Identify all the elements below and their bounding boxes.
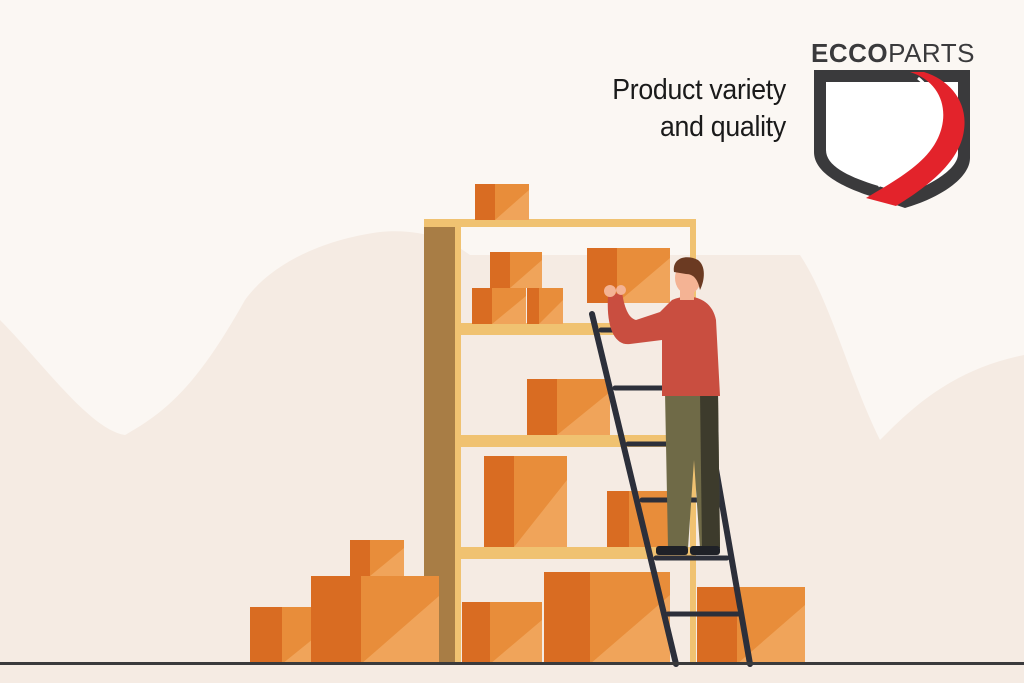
headline: Product variety and quality	[492, 72, 786, 146]
shelf-board-3	[458, 547, 696, 559]
person-shoe-left	[656, 546, 688, 555]
box-bottom-a	[462, 602, 542, 664]
logo-word-regular: PARTS	[888, 38, 975, 68]
logo-wordmark: ECCOPARTS	[810, 38, 976, 68]
logo-word-bold: ECCO	[811, 38, 889, 68]
floor-line	[0, 662, 1024, 665]
box-floor-right	[697, 587, 805, 664]
box-shelf1-c	[527, 288, 563, 324]
box-shelf3-a	[484, 456, 567, 547]
shelf-top	[424, 219, 696, 227]
box-floor-left-top	[350, 540, 404, 576]
box-shelf2	[527, 379, 610, 435]
person	[604, 257, 720, 555]
box-bottom-b	[544, 572, 670, 664]
person-hand	[604, 285, 616, 297]
headline-line-1: Product variety	[612, 74, 786, 106]
box-shelf1-a	[490, 252, 542, 288]
box-floor-left-large	[311, 576, 439, 664]
ecco-parts-logo: ECCOPARTS	[810, 38, 976, 210]
box-held	[587, 248, 670, 303]
person-shoe-right	[690, 546, 720, 555]
box-shelf1-b	[472, 288, 526, 324]
headline-line-2: and quality	[659, 111, 786, 143]
box-top	[475, 184, 529, 220]
logo-shield-icon	[814, 70, 970, 208]
person-hair	[673, 257, 704, 290]
person-sweater	[607, 292, 720, 396]
